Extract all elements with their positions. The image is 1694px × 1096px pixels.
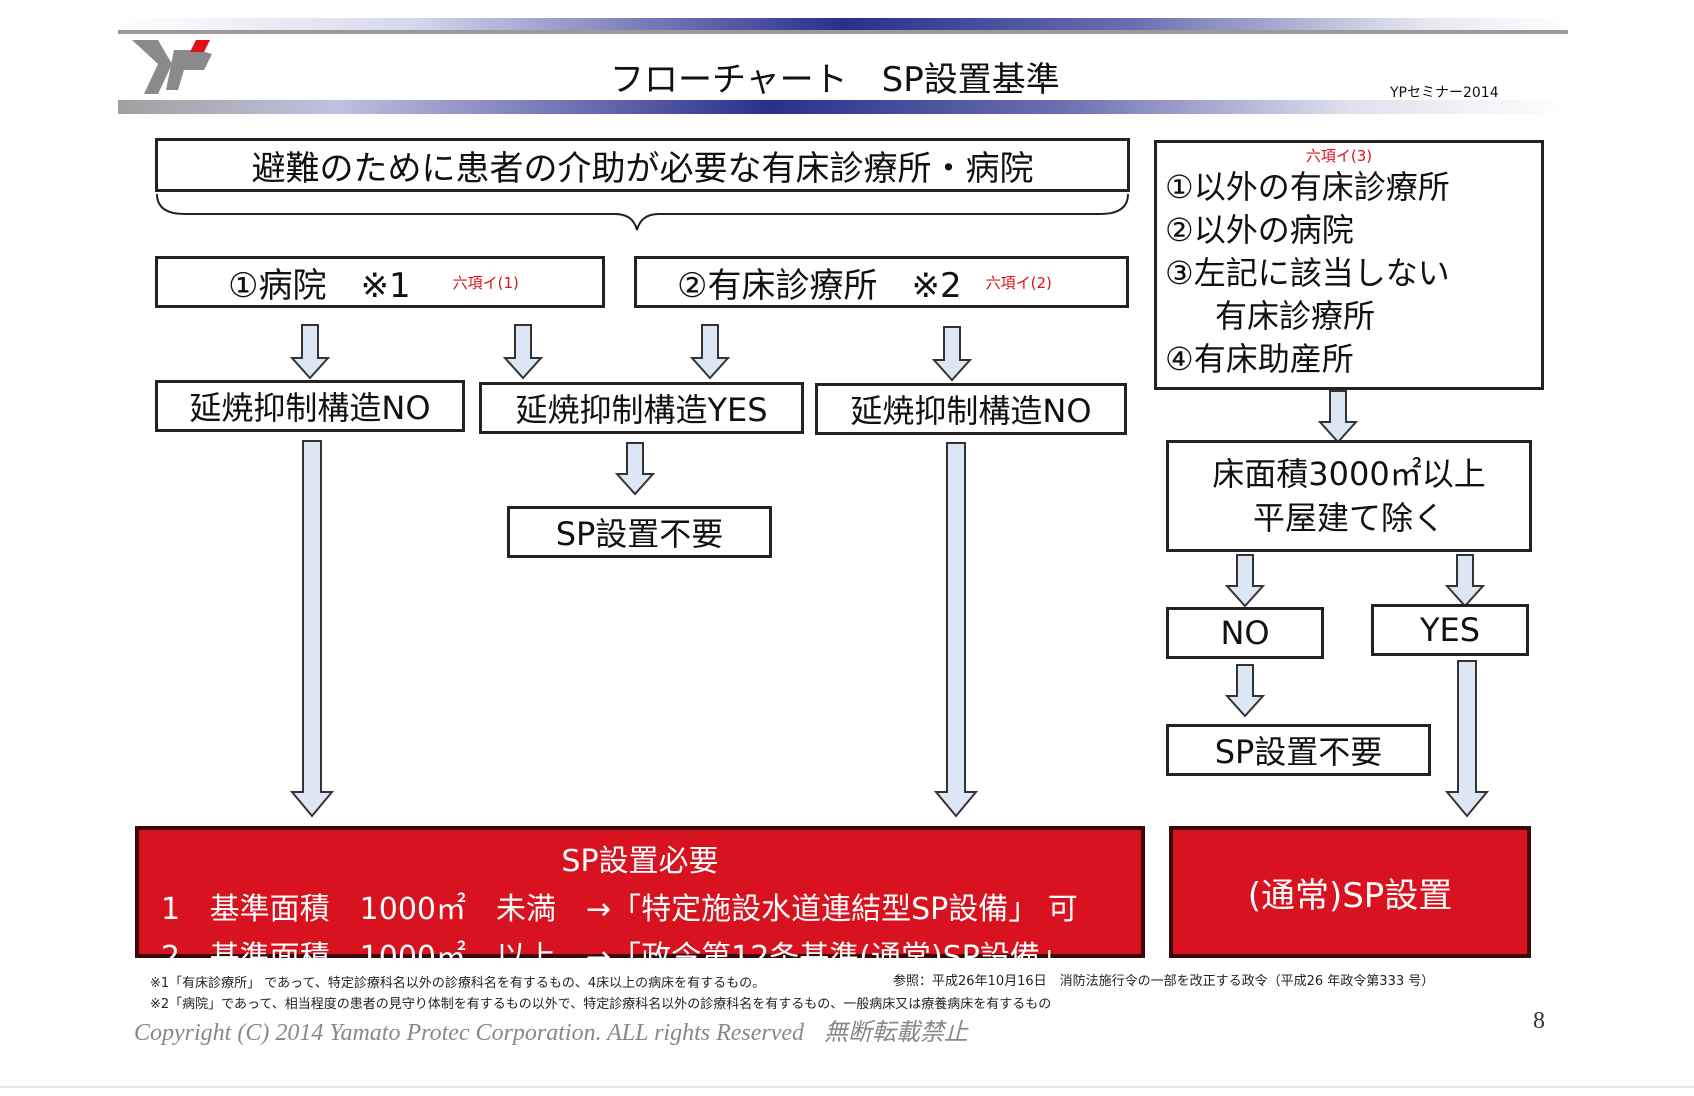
header-rule (118, 30, 1568, 34)
page-edge-line (0, 1086, 1694, 1088)
fire-structure-no-box-1: 延焼抑制構造NO (155, 380, 465, 432)
arrow-down-icon (615, 442, 655, 496)
no-reprint-text: 無断転載禁止 (824, 1020, 969, 1046)
no-box: NO (1166, 607, 1324, 659)
sp-not-needed-box-1: SP設置不要 (507, 506, 772, 558)
copyright: Copyright (C) 2014 Yamato Protec Corpora… (134, 1012, 968, 1047)
floor-area-line-1: 床面積3000㎡以上 (1212, 455, 1486, 493)
arrow-down-icon (1225, 554, 1265, 608)
header-gradient-bar (118, 18, 1568, 32)
sp-required-row2-text: 基準面積 1000㎡ 以上 →「政令第12条基準(通常)SP設備」 (209, 940, 1070, 975)
right-line-2: ②以外の病院 (1165, 211, 1354, 249)
sp-required-row1-text: 基準面積 1000㎡ 未満 →「特定施設水道連結型SP設備」 可 (209, 892, 1078, 927)
sp-not-needed-box-2: SP設置不要 (1166, 724, 1431, 776)
hospital-box: ①病院 ※1 六項イ(1) (155, 256, 605, 308)
right-box-code: 六項イ(3) (1305, 147, 1373, 165)
note-1-reference: 参照：平成26年10月16日 消防法施行令の一部を改正する政令（平成26 年政令… (893, 974, 1435, 989)
clinic-code: 六項イ(2) (985, 273, 1052, 292)
header-bottom-bar (118, 100, 1568, 114)
fire-structure-no-box-2: 延焼抑制構造NO (815, 383, 1127, 435)
long-arrow-down-icon (934, 442, 978, 818)
note-1: ※1「有床診療所」 であって、特定診療科名以外の診療科名を有するもの、4床以上の… (150, 976, 766, 991)
arrow-down-icon (690, 324, 730, 380)
right-line-4: 有床診療所 (1215, 297, 1376, 335)
fire-structure-yes-box: 延焼抑制構造YES (479, 382, 804, 434)
arrow-down-icon (932, 326, 972, 382)
sp-required-row2-num: 2 (161, 940, 181, 975)
arrow-down-icon (503, 324, 543, 380)
arrow-down-icon (1445, 554, 1485, 608)
page-title: フローチャート SP設置基準 (610, 60, 1060, 100)
yp-logo-icon (132, 40, 212, 94)
floor-area-line-2: 平屋建て除く (1252, 499, 1445, 537)
note-2: ※2「病院」であって、相当程度の患者の見守り体制を有するもの以外で、特定診療科名… (150, 997, 1052, 1012)
clinic-label: ②有床診療所 ※2 (677, 265, 962, 306)
right-category-box: 六項イ(3) ①以外の有床診療所 ②以外の病院 ③左記に該当しない 有床診療所 … (1154, 140, 1544, 390)
floor-area-box: 床面積3000㎡以上 平屋建て除く (1166, 440, 1532, 552)
long-arrow-down-icon (290, 440, 334, 818)
sp-required-box: SP設置必要 1 基準面積 1000㎡ 未満 →「特定施設水道連結型SP設備」 … (135, 826, 1145, 975)
right-line-3: ③左記に該当しない (1165, 254, 1450, 292)
hospital-code: 六項イ(1) (452, 273, 519, 292)
yes-box: YES (1371, 604, 1529, 656)
right-line-5: ④有床助産所 (1165, 340, 1354, 378)
brace (156, 193, 1129, 231)
page-number: 8 (1533, 1008, 1545, 1034)
arrow-down-icon (1318, 390, 1358, 444)
arrow-down-icon (290, 324, 330, 380)
right-line-1: ①以外の有床診療所 (1165, 168, 1450, 206)
sp-required-row1-num: 1 (161, 892, 181, 927)
long-arrow-down-icon (1445, 660, 1489, 818)
copyright-text: Copyright (C) 2014 Yamato Protec Corpora… (134, 1020, 805, 1046)
hospital-label: ①病院 ※1 (228, 265, 411, 306)
arrow-down-icon (1225, 664, 1265, 718)
clinic-box: ②有床診療所 ※2 六項イ(2) (634, 256, 1129, 308)
sp-required-title: SP設置必要 (561, 844, 719, 879)
top-box: 避難のために患者の介助が必要な有床診療所・病院 (155, 138, 1130, 192)
sp-normal-box: (通常)SP設置 (1169, 826, 1531, 958)
seminar-label: YPセミナー2014 (1390, 85, 1499, 101)
